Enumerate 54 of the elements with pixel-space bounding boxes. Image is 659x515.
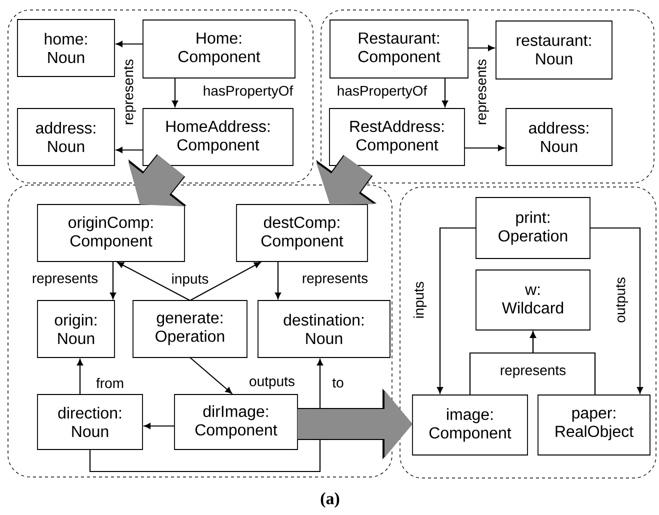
arrow bbox=[172, 78, 178, 108]
group-frame bbox=[8, 10, 314, 184]
arrow bbox=[442, 78, 448, 108]
object-box: destComp: Component bbox=[236, 204, 368, 262]
arrow bbox=[89, 358, 324, 472]
group-frame bbox=[320, 10, 654, 184]
object-box: home: Noun bbox=[17, 19, 115, 77]
edge-label: to bbox=[331, 377, 345, 389]
group-frame bbox=[8, 184, 392, 478]
arrow bbox=[190, 262, 261, 301]
object-box: Restaurant: Component bbox=[330, 20, 468, 78]
edge-label: hasPropertyOf bbox=[336, 84, 428, 100]
edge-label: outputs bbox=[615, 276, 629, 324]
arrow bbox=[110, 262, 116, 300]
edge-label: represents bbox=[123, 58, 137, 126]
arrow bbox=[117, 262, 190, 301]
object-box: w: Wildcard bbox=[476, 270, 590, 330]
object-box: paper: RealObject bbox=[538, 394, 650, 456]
caption: (a) bbox=[320, 492, 340, 508]
arrow bbox=[590, 227, 644, 394]
edge-label: represents bbox=[476, 58, 490, 126]
object-box: direction: Noun bbox=[37, 394, 143, 450]
object-box: address: Noun bbox=[17, 108, 115, 166]
object-box: dirImage: Component bbox=[174, 394, 298, 450]
arrow bbox=[144, 423, 174, 429]
arrow bbox=[116, 146, 143, 154]
arrow bbox=[190, 357, 232, 394]
arrow bbox=[530, 331, 596, 395]
edge-label: represents bbox=[30, 273, 100, 287]
object-box: print: Operation bbox=[476, 197, 590, 259]
arrow bbox=[468, 44, 495, 51]
group-frame bbox=[400, 186, 656, 478]
edge-label: hasPropertyOf bbox=[202, 84, 294, 100]
object-box: generate: Operation bbox=[132, 300, 248, 358]
arrow bbox=[77, 358, 83, 394]
edge-label: inputs bbox=[170, 272, 210, 288]
edge-label: outputs bbox=[248, 376, 296, 390]
edge-label: represents bbox=[498, 365, 568, 379]
arrow bbox=[116, 41, 143, 47]
arrow bbox=[275, 262, 282, 300]
object-box: origin: Noun bbox=[37, 300, 115, 358]
object-box: Home: Component bbox=[142, 20, 296, 78]
arrow bbox=[464, 144, 505, 152]
object-box: address: Noun bbox=[506, 108, 612, 166]
arrow bbox=[437, 227, 476, 394]
object-box: HomeAddress: Component bbox=[142, 108, 294, 166]
edge-label: inputs bbox=[412, 280, 428, 320]
object-box: RestAddress: Component bbox=[329, 108, 465, 166]
object-box: restaurant: Noun bbox=[496, 20, 612, 80]
object-box: image: Component bbox=[412, 394, 528, 456]
edge-label: from bbox=[95, 376, 125, 390]
object-box: destination: Noun bbox=[258, 300, 390, 358]
object-box: originComp: Component bbox=[37, 204, 185, 262]
edge-label: represents bbox=[300, 273, 370, 287]
